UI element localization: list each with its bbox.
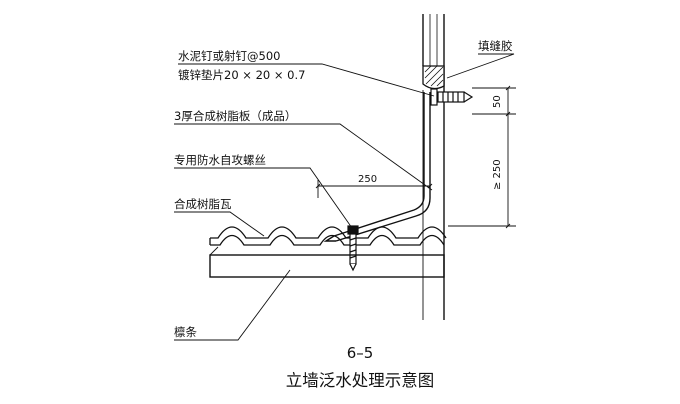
dimension-vertical <box>448 85 516 229</box>
dimension-horizontal-label: 250 <box>358 174 377 185</box>
label-purlin: 檩条 <box>174 325 197 339</box>
label-flashing: 3厚合成树脂板（成品） <box>174 109 296 123</box>
purlin <box>209 246 445 278</box>
label-screw: 专用防水自攻螺丝 <box>174 153 266 167</box>
label-tile: 合成树脂瓦 <box>174 197 232 211</box>
figure-caption: 立墙泛水处理示意图 <box>286 371 435 390</box>
label-nail: 水泥钉或射钉@500 <box>178 49 280 63</box>
flashing-board <box>323 92 431 242</box>
self-tapping-screw <box>347 225 359 272</box>
label-sealant: 填缝胶 <box>478 39 513 53</box>
leader-lines <box>174 53 515 341</box>
wall <box>422 14 445 320</box>
dimension-height-label: ≥ 250 <box>492 159 503 190</box>
nail-and-washer <box>430 88 474 106</box>
figure-number: 6–5 <box>347 344 374 362</box>
dimension-top-label: 50 <box>492 95 503 108</box>
resin-tile <box>209 226 447 246</box>
label-washer: 镀锌垫片20 × 20 × 0.7 <box>178 68 305 82</box>
sealant-bead <box>422 65 445 90</box>
